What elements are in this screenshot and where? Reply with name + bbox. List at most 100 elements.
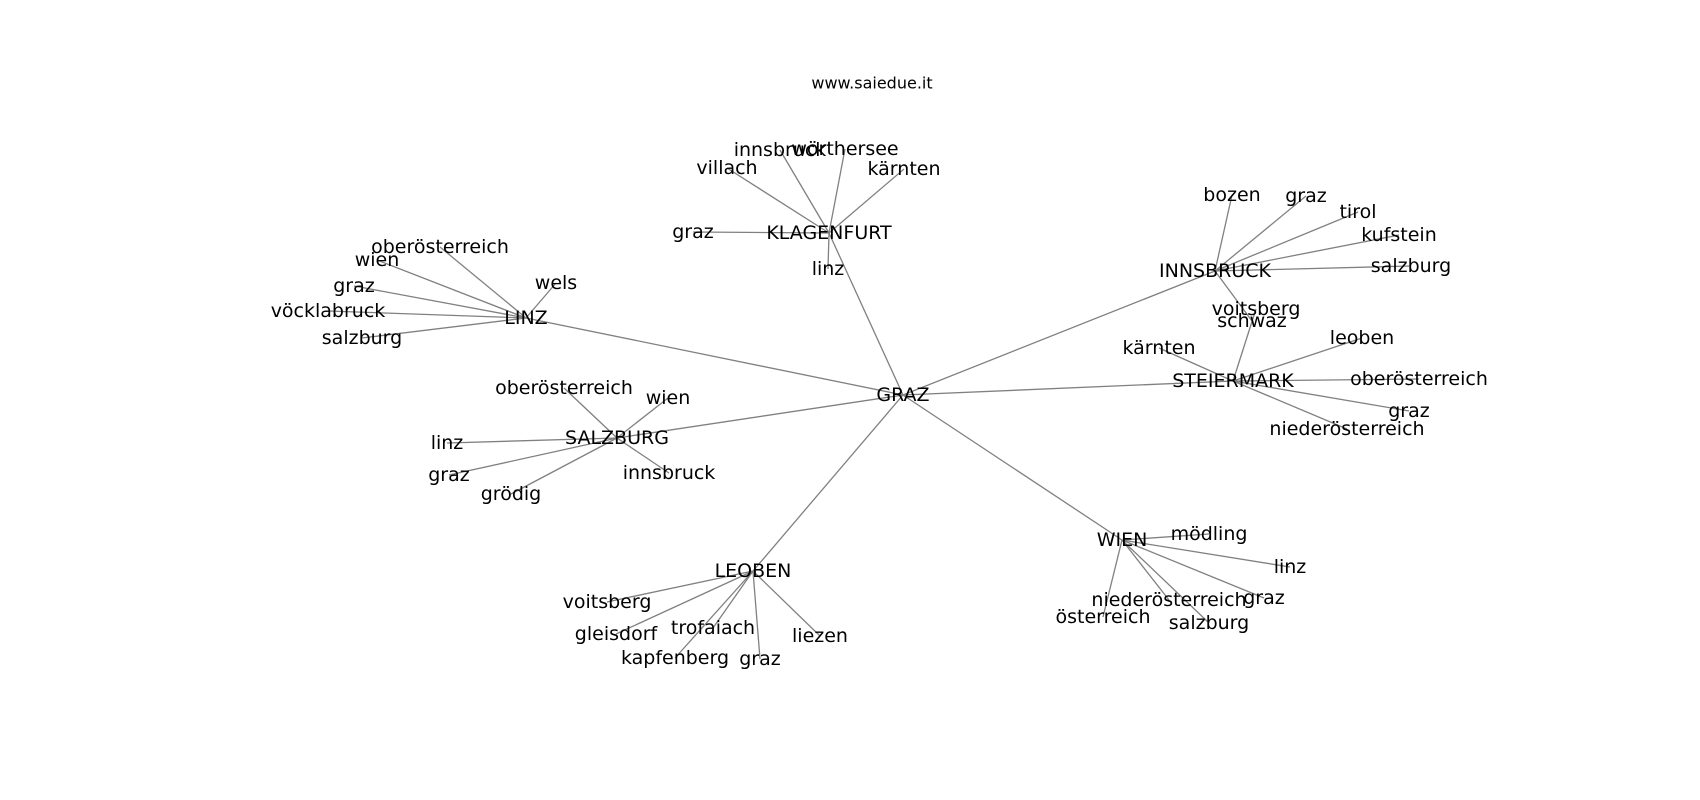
edge-center-leoben bbox=[752, 394, 904, 572]
nodes-layer: GRAZLINZoberösterreichwienwelsgrazvöckla… bbox=[271, 138, 1488, 670]
node-leaf: innsbruck bbox=[734, 139, 827, 161]
edge-klagenfurt-leaf bbox=[779, 149, 830, 234]
edge-wien-leaf bbox=[1121, 539, 1291, 568]
edge-salzburg-leaf bbox=[446, 437, 618, 444]
node-leaf: kufstein bbox=[1361, 224, 1437, 246]
edge-center-linz bbox=[525, 317, 904, 396]
node-leaf: linz bbox=[812, 258, 845, 280]
edge-wien-leaf bbox=[1102, 539, 1123, 618]
node-leaf: graz bbox=[1243, 587, 1285, 609]
edge-leoben-leaf bbox=[606, 570, 754, 603]
edge-wien-leaf bbox=[1121, 533, 1210, 541]
node-leaf: leoben bbox=[1330, 327, 1394, 349]
node-leaf: voitsberg bbox=[563, 591, 652, 613]
node-leaf: kärnten bbox=[867, 158, 940, 180]
node-leaf: innsbruck bbox=[623, 462, 716, 484]
node-leaf: gleisdorf bbox=[575, 623, 659, 645]
node-leaf: oberösterreich bbox=[371, 236, 509, 258]
edge-steiermark-leaf bbox=[1232, 308, 1257, 382]
edge-salzburg-leaf bbox=[616, 437, 670, 474]
node-leaf: salzburg bbox=[322, 327, 402, 349]
edge-linz-leaf bbox=[361, 317, 527, 339]
edge-linz-leaf bbox=[525, 282, 557, 319]
node-leaf: graz bbox=[1388, 400, 1430, 422]
node-leaf: vöcklabruck bbox=[271, 300, 386, 322]
node-leaf: wörthersee bbox=[791, 138, 898, 160]
edge-wien-leaf bbox=[1121, 539, 1265, 599]
node-leaf: wien bbox=[355, 249, 400, 271]
edge-innsbruck-leaf bbox=[1214, 265, 1412, 272]
edge-center-salzburg bbox=[616, 394, 904, 439]
edge-leoben-leaf bbox=[615, 570, 754, 635]
node-leaf: salzburg bbox=[1169, 612, 1249, 634]
node-leaf: salzburg bbox=[1371, 255, 1451, 277]
node-leaf: bozen bbox=[1203, 184, 1260, 206]
node-leaf: wien bbox=[646, 387, 691, 409]
edges-layer bbox=[327, 148, 1420, 660]
node-leaf: graz bbox=[1285, 185, 1327, 207]
edge-leoben-leaf bbox=[674, 570, 754, 659]
node-leaf: linz bbox=[431, 432, 464, 454]
node-leaf: graz bbox=[672, 221, 714, 243]
node-leaf: grödig bbox=[481, 483, 541, 505]
edge-klagenfurt-leaf bbox=[828, 148, 846, 234]
edge-center-innsbruck bbox=[902, 270, 1216, 396]
diagram-title: www.saiedue.it bbox=[811, 74, 932, 93]
edge-linz-leaf bbox=[353, 285, 527, 319]
edge-innsbruck-leaf bbox=[1214, 270, 1253, 322]
edge-klagenfurt-leaf bbox=[827, 232, 830, 270]
node-leaf: oberösterreich bbox=[1350, 368, 1488, 390]
edge-linz-leaf bbox=[327, 310, 527, 319]
node-hub-leoben: LEOBEN bbox=[715, 560, 792, 582]
edge-innsbruck-leaf bbox=[1214, 195, 1307, 272]
edge-innsbruck-leaf bbox=[1214, 234, 1400, 272]
node-leaf: voitsberg bbox=[1212, 298, 1301, 320]
edge-klagenfurt-leaf bbox=[692, 231, 830, 234]
node-leaf: niederösterreich bbox=[1269, 418, 1424, 440]
edge-salzburg-leaf bbox=[563, 387, 618, 439]
node-leaf: graz bbox=[333, 275, 375, 297]
edge-leoben-leaf bbox=[712, 570, 754, 629]
node-hub-linz: LINZ bbox=[504, 307, 547, 329]
edge-center-klagenfurt bbox=[828, 232, 904, 396]
edge-steiermark-leaf bbox=[1158, 347, 1234, 382]
edge-salzburg-leaf bbox=[616, 397, 669, 439]
node-hub-klagenfurt: KLAGENFURT bbox=[766, 222, 892, 244]
edge-salzburg-leaf bbox=[448, 437, 618, 476]
edge-wien-leaf bbox=[1121, 539, 1170, 601]
node-leaf: tirol bbox=[1339, 201, 1376, 223]
edge-leoben-leaf bbox=[752, 570, 761, 660]
edge-leoben-leaf bbox=[752, 570, 821, 637]
node-leaf: liezen bbox=[792, 625, 848, 647]
edge-steiermark-leaf bbox=[1232, 337, 1363, 382]
edge-linz-leaf bbox=[376, 259, 527, 319]
edge-linz-leaf bbox=[439, 246, 527, 319]
edge-center-wien bbox=[902, 394, 1123, 541]
node-leaf: graz bbox=[739, 648, 781, 670]
node-hub-salzburg: SALZBURG bbox=[565, 427, 669, 449]
edge-innsbruck-leaf bbox=[1214, 194, 1233, 272]
edge-innsbruck-leaf bbox=[1214, 211, 1359, 272]
edge-steiermark-leaf bbox=[1232, 380, 1348, 430]
edge-wien-leaf bbox=[1121, 539, 1210, 624]
node-leaf: trofaiach bbox=[671, 617, 755, 639]
node-leaf: linz bbox=[1274, 556, 1307, 578]
node-leaf: mödling bbox=[1171, 523, 1248, 545]
node-center: GRAZ bbox=[876, 384, 929, 406]
node-hub-innsbruck: INNSBRUCK bbox=[1159, 260, 1271, 282]
edge-klagenfurt-leaf bbox=[828, 168, 905, 234]
edge-salzburg-leaf bbox=[510, 437, 618, 495]
node-leaf: schwaz bbox=[1217, 310, 1287, 332]
node-leaf: villach bbox=[696, 157, 757, 179]
node-leaf: kapfenberg bbox=[621, 647, 729, 669]
node-leaf: österreich bbox=[1056, 606, 1151, 628]
edge-steiermark-leaf bbox=[1232, 378, 1420, 382]
edge-klagenfurt-leaf bbox=[726, 167, 830, 234]
edge-center-steiermark bbox=[902, 380, 1234, 396]
node-leaf: niederösterreich bbox=[1091, 589, 1246, 611]
node-leaf: kärnten bbox=[1122, 337, 1195, 359]
node-leaf: wels bbox=[535, 272, 577, 294]
node-leaf: oberösterreich bbox=[495, 377, 633, 399]
node-leaf: graz bbox=[428, 464, 470, 486]
